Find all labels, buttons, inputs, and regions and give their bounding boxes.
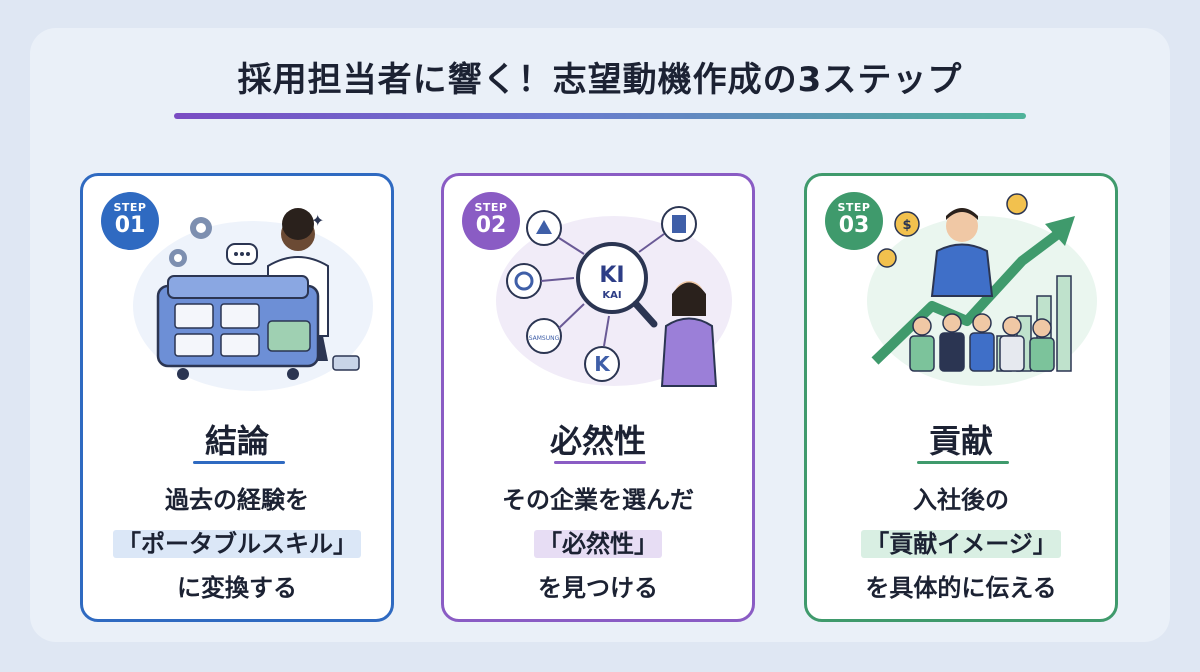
svg-text:✦: ✦ (311, 211, 324, 230)
step-heading: 必然性 (549, 422, 646, 460)
step-heading: 結論 (204, 422, 269, 460)
suitcase-person-icon: ✦ ✦ (133, 208, 373, 391)
step-heading: 貢献 (928, 422, 993, 460)
step-badge-label: STEP (837, 201, 871, 214)
desc-line-1: 過去の経験を (165, 486, 309, 514)
desc-line-3: を具体的に伝える (865, 574, 1057, 602)
svg-text:KAI: KAI (602, 290, 621, 301)
magnifier-person-icon: K SAMSUNG KI KAI (496, 206, 732, 387)
title-area: 採用担当者に響く！志望動機作成の3ステップ (0, 52, 1200, 111)
step-badge-number: 01 (114, 213, 146, 238)
step-card-2: STEP 02 K SAMSUNG KI KAI (441, 173, 755, 622)
desc-highlight: 「貢献イメージ」 (861, 530, 1061, 558)
heading-underline (554, 461, 646, 464)
title-underline (174, 113, 1026, 119)
step-card-1: STEP 01 ✦ ✦ 結論 過去の経験を 「ポータブルスキル」 に変 (80, 173, 394, 622)
step-description: その企業を選んだ 「必然性」 を見つける (444, 478, 752, 610)
step-description: 過去の経験を 「ポータブルスキル」 に変換する (83, 478, 391, 610)
step-card-3: STEP 03 $ (804, 173, 1118, 622)
heading-underline (917, 461, 1009, 464)
step-badge-label: STEP (474, 201, 508, 214)
desc-line-3: を見つける (538, 574, 658, 602)
step-badge-number: 03 (838, 213, 870, 238)
step-badge-number: 02 (475, 213, 507, 238)
step-badge-3: STEP 03 (825, 192, 883, 250)
desc-line-3: に変換する (177, 574, 297, 602)
desc-highlight: 「ポータブルスキル」 (113, 530, 361, 558)
step-description: 入社後の 「貢献イメージ」 を具体的に伝える (807, 478, 1115, 610)
desc-line-1: その企業を選んだ (502, 486, 694, 514)
growth-team-icon: $ (867, 193, 1097, 386)
desc-line-1: 入社後の (913, 486, 1009, 514)
desc-highlight: 「必然性」 (534, 530, 662, 558)
svg-text:KI: KI (599, 263, 624, 288)
page-title: 採用担当者に響く！志望動機作成の3ステップ (237, 60, 963, 100)
svg-text:K: K (594, 352, 611, 376)
step-badge-1: STEP 01 (101, 192, 159, 250)
heading-underline (193, 461, 285, 464)
step-badge-label: STEP (113, 201, 147, 214)
svg-text:$: $ (902, 218, 911, 233)
svg-text:SAMSUNG: SAMSUNG (529, 335, 560, 342)
step-badge-2: STEP 02 (462, 192, 520, 250)
